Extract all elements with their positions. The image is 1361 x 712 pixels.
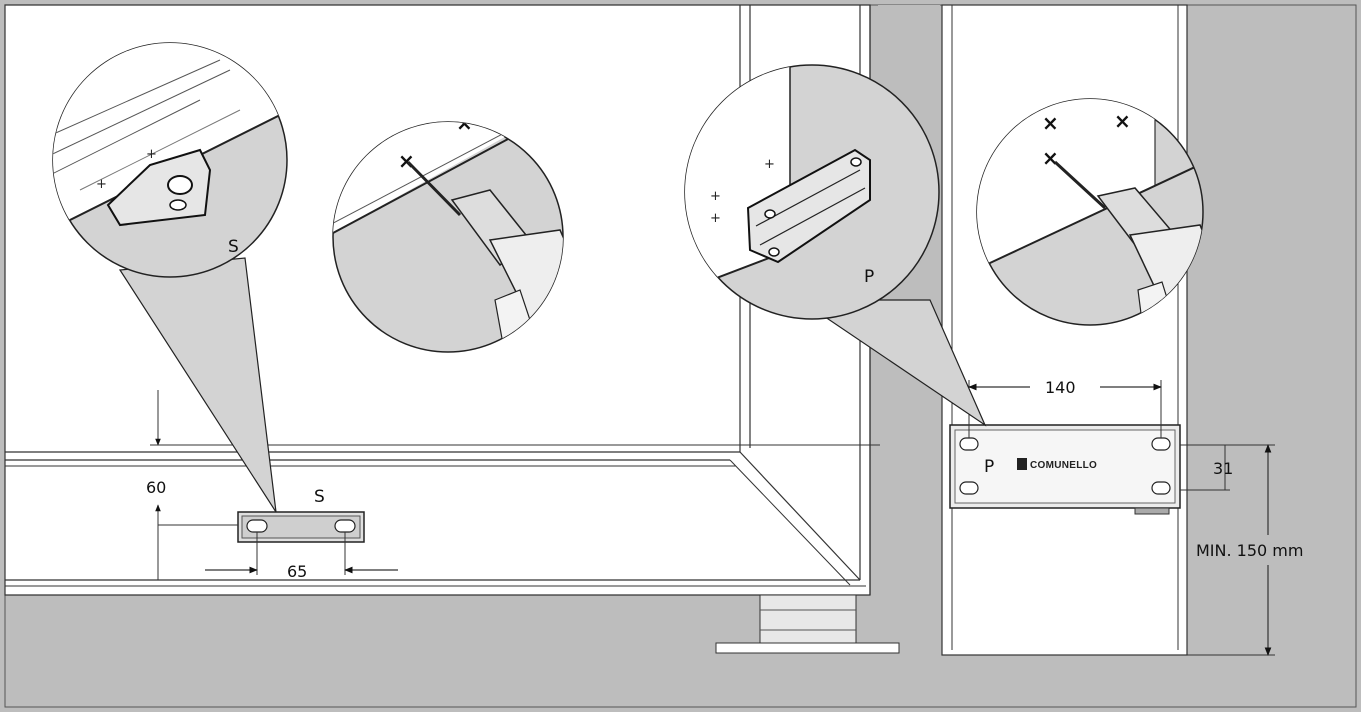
svg-text:×: × [1042,146,1059,170]
svg-text:×: × [1042,111,1059,135]
dim-140: 140 [968,378,1162,438]
dim-60: 60 [146,390,880,580]
zoom-s-label: S [228,237,239,257]
gate-base-plate [715,642,900,654]
svg-text:+: + [96,177,107,192]
bracket-s-plate-label: S [314,487,325,507]
bracket-s-plate [237,511,365,543]
bracket-p-plate-label: P [984,457,994,477]
brand-logo-icon [1017,458,1027,470]
zoom-bracket-p: + + + P [684,64,987,427]
svg-text:×: × [1114,109,1131,133]
bracket-p-plate: COMUNELLO [949,424,1181,515]
dim-min-150-label: MIN. 150 mm [1196,541,1303,560]
dim-60-label: 60 [146,478,166,497]
dim-65: 65 [205,532,398,581]
dim-31-label: 31 [1213,459,1233,478]
brand-text: COMUNELLO [1030,460,1097,471]
svg-text:+: + [764,157,775,172]
svg-text:+: + [710,211,721,226]
svg-text:×: × [456,111,473,135]
svg-text:×: × [398,149,415,173]
dim-min-150: MIN. 150 mm [1178,444,1303,656]
gate-post [759,594,857,644]
dim-31: 31 [1180,444,1233,491]
dim-65-label: 65 [287,562,307,581]
zoom-p-label: P [864,267,874,287]
svg-text:+: + [710,189,721,204]
zoom-bracket-s: + + S [52,42,288,513]
svg-text:+: + [146,147,157,162]
dim-140-label: 140 [1045,378,1076,397]
